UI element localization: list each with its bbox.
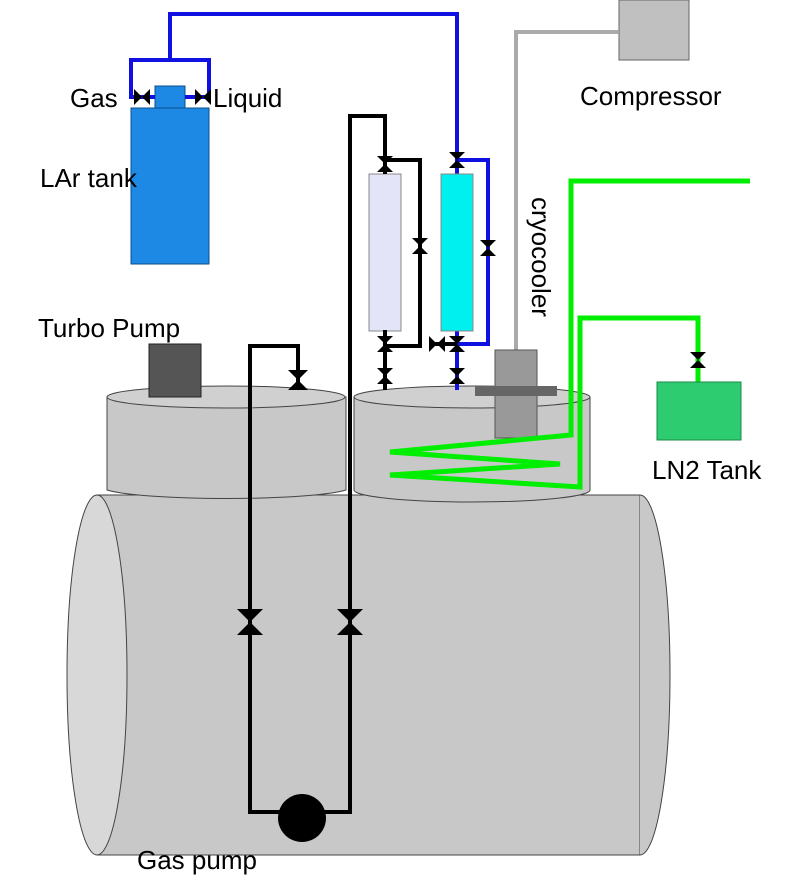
turbo-pump-label: Turbo Pump: [38, 313, 180, 343]
cryocooler-line: [514, 30, 619, 352]
valve-icon: [377, 336, 393, 352]
lar-tank-neck: [154, 85, 186, 109]
cryocooler-flange: [475, 386, 557, 396]
valve-icon: [134, 89, 150, 105]
compressor-label: Compressor: [580, 81, 722, 111]
filter-column-cyan: [440, 173, 474, 332]
valve-icon: [195, 89, 211, 105]
valves: [134, 89, 706, 635]
ln2-lines: [389, 178, 750, 490]
valve-icon: [377, 368, 393, 384]
valve-icon: [449, 336, 465, 352]
vessel-end-cap: [66, 494, 128, 856]
valve-icon: [288, 370, 308, 390]
valve-icon: [449, 368, 465, 384]
gas-pump: [278, 794, 326, 842]
cryocooler-label: cryocooler: [526, 197, 556, 317]
filter-column-white: [368, 173, 402, 332]
gas-pump-label: Gas pump: [137, 845, 257, 875]
valve-icon: [690, 352, 706, 368]
lar-tank-label: LAr tank: [40, 163, 138, 193]
compressor-box: [618, 0, 690, 61]
ln2-tank: [656, 381, 742, 441]
liquid-label: Liquid: [213, 83, 282, 113]
gas-label: Gas: [70, 83, 118, 113]
valve-icon: [449, 152, 465, 168]
turbo-pump: [148, 343, 202, 398]
lar-tank-body: [130, 107, 210, 265]
left-chamber: [106, 385, 347, 499]
valve-icon: [429, 336, 445, 352]
main-vessel: [66, 494, 671, 856]
valve-icon: [480, 240, 496, 256]
circulation-lines: [248, 114, 457, 814]
valve-icon: [237, 609, 263, 635]
valve-icon: [377, 156, 393, 172]
valve-icon: [337, 609, 363, 635]
ln2-tank-label: LN2 Tank: [652, 455, 762, 485]
valve-icon: [412, 238, 428, 254]
